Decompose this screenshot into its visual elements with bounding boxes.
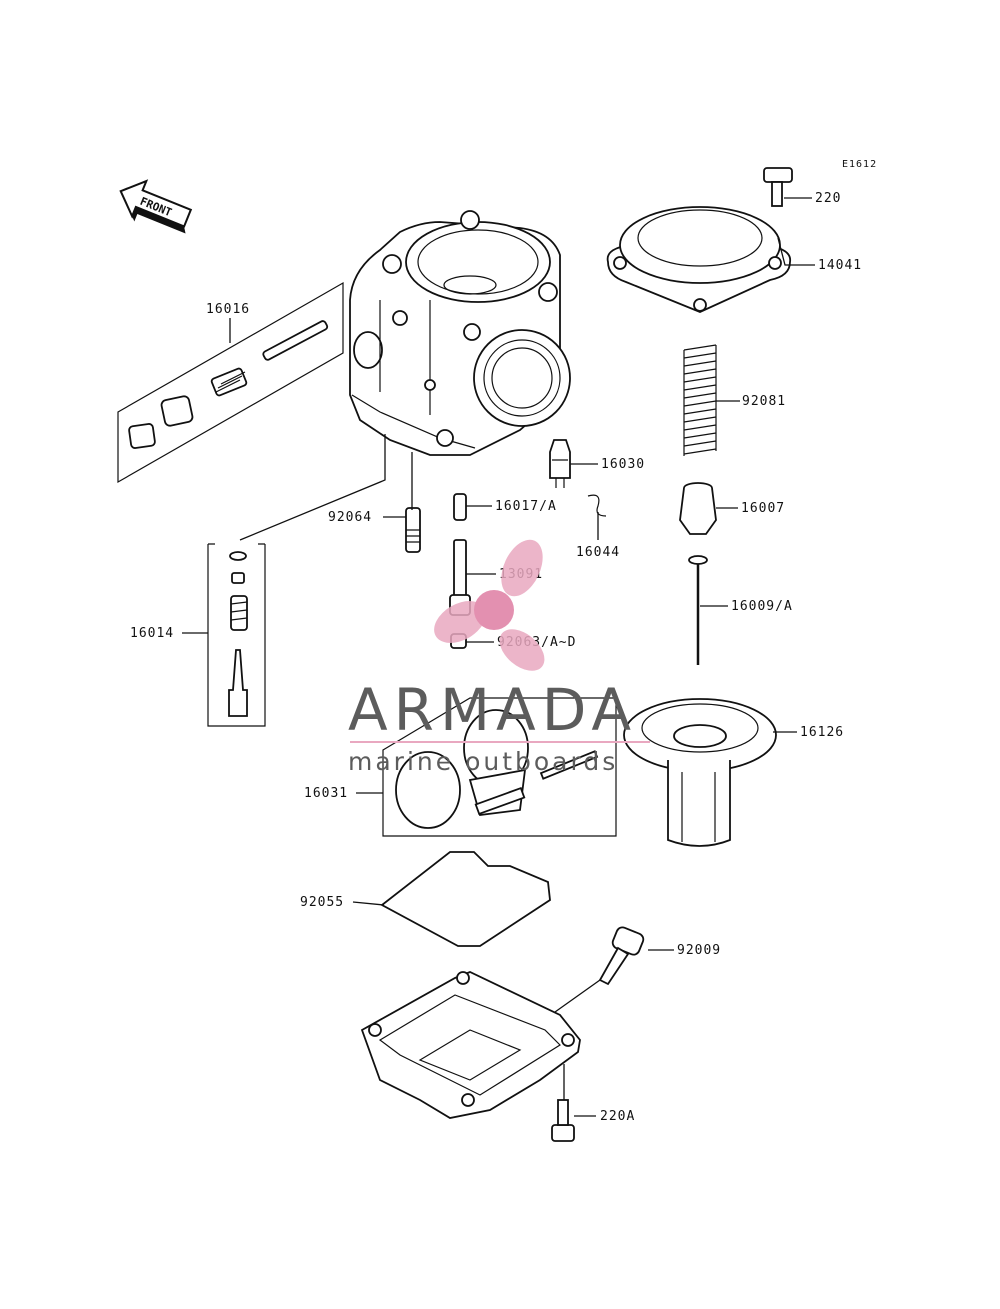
float-chamber-bowl <box>360 926 645 1142</box>
top-cover-assembly <box>606 167 793 847</box>
part-label-220A: 220A <box>600 1109 635 1124</box>
propeller-logo-icon <box>434 539 545 671</box>
watermark-brand: ARMADA <box>348 676 637 744</box>
carburetor-body <box>349 210 571 456</box>
armada-watermark: ARMADA marine outboards <box>348 539 650 776</box>
front-arrow-icon: FRONT <box>119 179 193 234</box>
part-label-92081: 92081 <box>742 394 786 409</box>
spring-92081-shape <box>683 344 717 457</box>
diagram-code: E1612 <box>842 159 877 170</box>
part-label-92055: 92055 <box>300 895 344 910</box>
part-label-92064: 92064 <box>328 510 372 525</box>
part-label-220: 220 <box>815 191 841 206</box>
part-label-16030: 16030 <box>601 457 645 472</box>
watermark-tagline: marine outboards <box>348 747 618 776</box>
throttle-valve-set <box>382 697 617 837</box>
pilot-screw-kit <box>117 281 344 484</box>
part-label-16031: 16031 <box>304 786 348 801</box>
float-chamber-gasket <box>380 851 551 947</box>
part-label-16007: 16007 <box>741 501 785 516</box>
part-labels: 220 14041 16016 92081 16030 16017/A 9206… <box>130 191 862 1124</box>
part-label-14041: 14041 <box>818 258 862 273</box>
part-label-16009: 16009/A <box>731 599 793 614</box>
leader-lines <box>182 197 815 1117</box>
part-label-16014: 16014 <box>130 626 174 641</box>
part-label-92009: 92009 <box>677 943 721 958</box>
part-label-16126: 16126 <box>800 725 844 740</box>
pilot-jet-kit <box>207 543 266 727</box>
part-label-16017: 16017/A <box>495 499 557 514</box>
part-label-16016: 16016 <box>206 302 250 317</box>
part-label-16044: 16044 <box>576 545 620 560</box>
